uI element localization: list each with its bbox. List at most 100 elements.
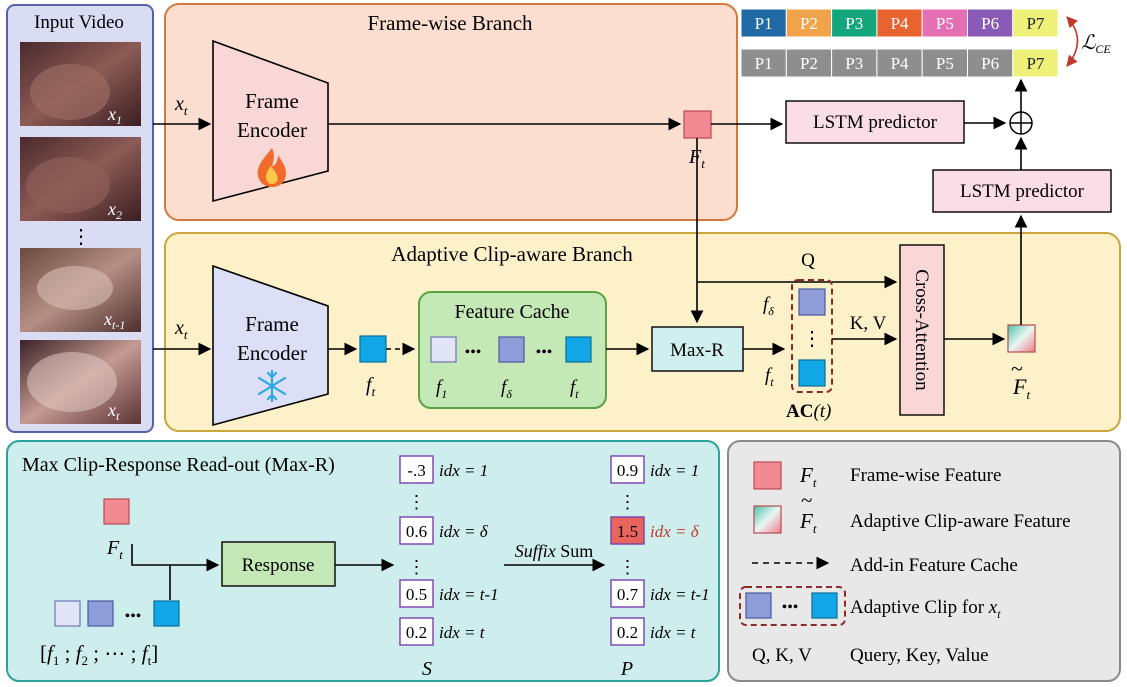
video-frame-t-1: xt-1 xyxy=(20,248,141,332)
feature-cache: Feature Cache ••• ••• f1 fδ ft xyxy=(418,291,607,409)
ac-input-label: xt xyxy=(174,317,188,342)
pred-top-label-5: P5 xyxy=(936,14,954,33)
pred-top-label-2: P2 xyxy=(800,14,818,33)
p-value-box-4 xyxy=(610,617,645,646)
s-vdots-2: ⋮ xyxy=(408,557,426,577)
ce-loss: ℒCE xyxy=(1066,16,1111,67)
frame-label-t: xt xyxy=(107,400,120,423)
pred-top-cell-2 xyxy=(785,8,833,38)
p-idx-3: idx = t-1 xyxy=(650,585,710,604)
p-value-box-2 xyxy=(610,516,645,545)
pred-top-label-6: P6 xyxy=(981,14,999,33)
legend-panel: Ft Frame-wise Feature ~ Ft Adaptive Clip… xyxy=(727,440,1121,682)
cache-dots-1: ••• xyxy=(465,344,482,361)
legend-tilde-symbol: Ft xyxy=(799,509,817,536)
legend-qkv-text: Query, Key, Value xyxy=(850,645,989,666)
frame-wise-title: Frame-wise Branch xyxy=(367,11,533,35)
clip-ft-label: ft xyxy=(765,365,774,389)
pred-top-label-7: P7 xyxy=(1026,14,1044,33)
frame-wise-branch: Frame-wise Branch xt Frame Encoder Ft xyxy=(153,3,784,221)
p-vdots-2: ⋮ xyxy=(619,557,637,577)
pred-top-cell-7 xyxy=(1012,8,1059,38)
s-value-box-4 xyxy=(399,617,434,646)
input-video-panel: Input Video x1 x2 ⋮ xt-1 xt xyxy=(6,4,154,433)
cross-attention-label: Cross-Attention xyxy=(911,269,932,391)
frame-wise-feature-box xyxy=(683,110,712,139)
clip-dots: ⋮ xyxy=(802,328,822,350)
pred-top-label-1: P1 xyxy=(755,14,773,33)
clip-ft-box xyxy=(798,359,826,387)
lstm-bottom-label: LSTM predictor xyxy=(960,181,1085,202)
s-value-4: 0.2 xyxy=(406,623,427,642)
ac-encoder-label-1: Frame xyxy=(245,312,299,336)
pred-bottom-label-1: P1 xyxy=(755,54,773,73)
maxr-ft-label: Ft xyxy=(106,537,123,562)
pred-bottom-label-4: P4 xyxy=(891,54,909,73)
snowflake-icon xyxy=(257,369,287,403)
s-idx-3: idx = t-1 xyxy=(439,585,499,604)
legend-qkv-symbol: Q, K, V xyxy=(752,645,812,666)
s-value-box-2 xyxy=(399,516,434,545)
legend-tilde-text: Adaptive Clip-aware Feature xyxy=(850,511,1071,532)
s-label: S xyxy=(422,658,432,680)
adaptive-clip: ⋮ fδ ft AC(t) xyxy=(763,279,833,422)
p-value-box-3 xyxy=(610,579,645,608)
adaptive-clip-branch: Adaptive Clip-aware Branch xt Frame Enco… xyxy=(153,138,1121,432)
adaptive-feature-box xyxy=(1007,324,1036,353)
p-value-box-1 xyxy=(610,455,645,484)
seq-ft-box xyxy=(153,600,180,627)
video-frame-t: xt xyxy=(20,340,141,424)
pred-bottom-label-7: P7 xyxy=(1026,54,1044,73)
p-idx-4: idx = t xyxy=(650,623,697,642)
legend-ft-text: Frame-wise Feature xyxy=(850,465,1001,486)
fw-input-label: xt xyxy=(174,93,188,118)
lstm-predictor-bottom: LSTM predictor xyxy=(932,169,1112,213)
video-frame-2: x2 xyxy=(20,137,141,222)
legend-clip-box-2 xyxy=(811,592,838,619)
pred-bottom-label-3: P3 xyxy=(845,54,863,73)
s-value-box-1 xyxy=(399,455,434,484)
cache-ft-label: ft xyxy=(570,377,579,401)
lstm-predictor-top: LSTM predictor xyxy=(785,100,965,144)
feature-cache-title: Feature Cache xyxy=(455,301,570,323)
p-vdots-1: ⋮ xyxy=(619,492,637,512)
maxr-label: Max-R xyxy=(670,340,724,361)
seq-fdelta-box xyxy=(87,600,114,627)
pred-bottom-cell-2 xyxy=(785,48,833,78)
fire-icon xyxy=(257,148,286,187)
cache-ft-box xyxy=(565,336,592,363)
s-idx-1: idx = 1 xyxy=(439,461,488,480)
legend-clip-dots: ••• xyxy=(782,599,799,616)
pred-bottom-cell-4 xyxy=(876,48,923,78)
ft-feature-label: ft xyxy=(366,374,376,399)
pred-bottom-cell-7 xyxy=(1012,48,1059,78)
frame-label-2: x2 xyxy=(107,199,122,222)
clip-fdelta-label: fδ xyxy=(763,294,774,318)
pred-bottom-label-5: P5 xyxy=(936,54,954,73)
pred-bottom-cell-3 xyxy=(831,48,878,78)
kv-label: K, V xyxy=(850,313,887,334)
pred-bottom-cell-6 xyxy=(967,48,1014,78)
ft-feature-box xyxy=(359,335,387,363)
adaptive-output-label: Ft xyxy=(1012,374,1030,402)
s-value-1: -.3 xyxy=(407,461,425,480)
pred-bottom-cell-5 xyxy=(921,48,969,78)
loss-label: ℒCE xyxy=(1081,32,1111,56)
adaptive-title: Adaptive Clip-aware Branch xyxy=(391,242,633,266)
frame-label-1: x1 xyxy=(107,104,122,127)
cross-attention-block: Cross-Attention xyxy=(899,244,945,416)
pred-top-cell-6 xyxy=(967,8,1014,38)
legend-tilde-mark: ~ xyxy=(801,488,812,512)
pred-top-cell-4 xyxy=(876,8,923,38)
frames-ellipsis: ⋮ xyxy=(71,226,91,248)
legend-ft-box xyxy=(753,461,782,490)
fw-encoder-label-2: Encoder xyxy=(237,118,307,142)
s-idx-4: idx = t xyxy=(439,623,486,642)
legend-clip-text: Adaptive Clip for xt xyxy=(850,597,1001,621)
sum-icon xyxy=(1009,111,1033,135)
cache-f1-box xyxy=(430,336,457,363)
cache-fdelta-label: fδ xyxy=(501,377,512,401)
legend-clip-box-1 xyxy=(745,592,772,619)
